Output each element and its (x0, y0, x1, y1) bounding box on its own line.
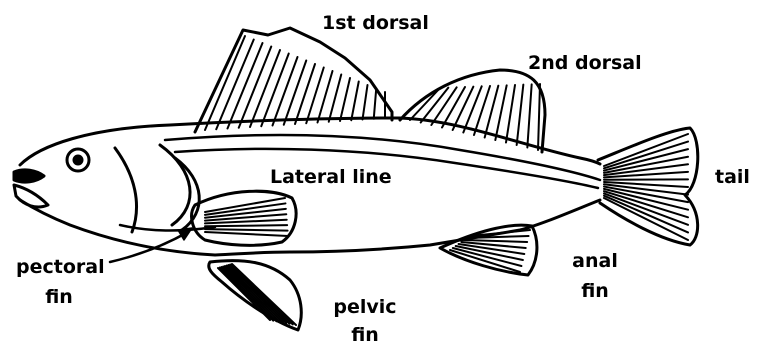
label-pectoral-line1: pectoral (16, 256, 102, 278)
fin-ray (604, 193, 688, 224)
label-pectoral-fin: pectoral fin (16, 256, 102, 308)
fin-ray (453, 87, 474, 130)
fin-ray (517, 85, 524, 145)
fin-ray (351, 82, 359, 121)
fin-ray (205, 229, 288, 230)
fin-ray (295, 64, 315, 124)
pectoral-fin (192, 191, 296, 245)
fin-ray (205, 36, 245, 130)
label-pectoral-line2: fin (16, 286, 102, 308)
tail-fin (598, 128, 698, 245)
fin-ray (232, 264, 296, 325)
fin-ray (527, 84, 531, 147)
label-anal-fin: anal fin (565, 250, 625, 302)
fin-ray (340, 78, 350, 121)
anal-fin (440, 225, 537, 275)
fin-ray (463, 86, 481, 132)
label-second-dorsal: 2nd dorsal (528, 52, 642, 74)
fin-ray (363, 85, 368, 120)
fin-ray (284, 61, 307, 125)
pectoral-pointer-arrow (110, 228, 192, 262)
first-dorsal-fin (195, 28, 392, 132)
fin-ray (216, 40, 254, 130)
fin-ray (205, 225, 287, 226)
fin-ray (506, 85, 515, 143)
fin-ray (464, 240, 527, 242)
label-pelvic-line2: fin (325, 324, 405, 346)
fin-ray (329, 75, 342, 122)
fin-ray (220, 268, 274, 321)
label-pelvic-fin: pelvic fin (325, 296, 405, 346)
label-tail: tail (715, 166, 750, 188)
fin-ray (604, 134, 688, 166)
label-pelvic-line1: pelvic (325, 296, 405, 318)
fin-ray (222, 267, 277, 321)
label-anal-line2: fin (565, 280, 625, 302)
label-anal-line1: anal (565, 250, 625, 272)
fin-ray (228, 43, 263, 129)
fin-ray (273, 57, 298, 126)
pelvic-fin (209, 261, 302, 330)
fin-ray (306, 68, 324, 124)
fin-ray (450, 250, 520, 272)
fin-ray (538, 84, 540, 150)
fin-ray (374, 89, 377, 119)
fin-ray (223, 267, 280, 322)
fin-ray (225, 266, 283, 323)
label-lateral-line: Lateral line (270, 166, 392, 188)
fin-ray (205, 232, 288, 236)
fish-head (14, 145, 215, 232)
second-dorsal-fin (400, 70, 545, 152)
label-first-dorsal: 1st dorsal (322, 12, 429, 34)
